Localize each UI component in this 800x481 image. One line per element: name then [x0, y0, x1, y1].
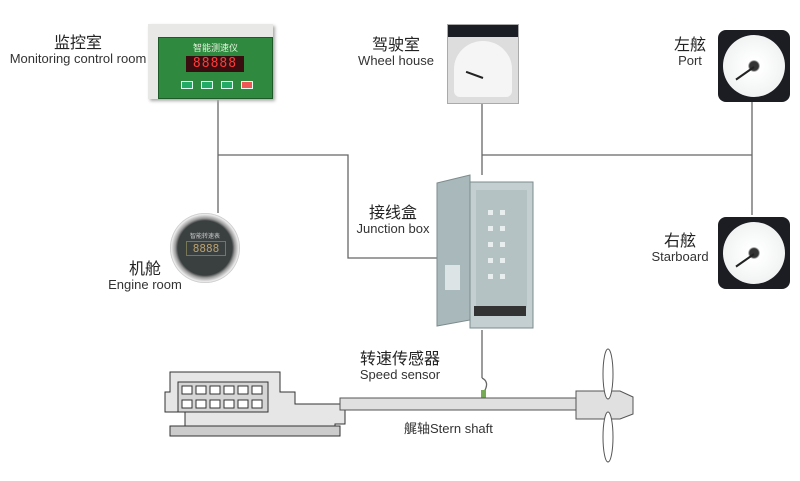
led-display: 8888: [186, 241, 226, 256]
label-en: Junction box: [356, 220, 430, 236]
junction-box-cabinet: [436, 174, 534, 329]
propeller-blade-bottom: [602, 411, 614, 463]
panel-button: [181, 81, 193, 89]
speed-sensor-icon: [481, 377, 488, 393]
wire-monitor-junction: [218, 154, 437, 259]
starboard-gauge: [718, 217, 790, 289]
label-cn: 转速传感器: [359, 349, 440, 368]
label-cn: 右舷: [663, 231, 696, 250]
label-en: Starboard: [651, 248, 709, 264]
label-stern-shaft: 艉轴Stern shaft: [404, 420, 524, 438]
engine-icon: [164, 371, 346, 437]
propeller-blade-top: [602, 348, 614, 400]
label-cn: 艉轴: [404, 422, 431, 437]
label-en: Port: [678, 52, 702, 68]
panel-button: [201, 81, 213, 89]
label-cn: 左舷: [673, 35, 706, 54]
panel-button: [221, 81, 233, 89]
label-cn: 驾驶室: [371, 35, 420, 54]
label-en: Speed sensor: [359, 366, 441, 382]
device-title: 智能测速仪: [192, 44, 238, 54]
label-en: Wheel house: [358, 52, 434, 68]
label-cn: 机舱: [128, 259, 161, 278]
label-en: Monitoring control room: [9, 50, 147, 66]
wheel-house-gauge: [447, 24, 519, 104]
label-cn: 接线盒: [368, 203, 417, 222]
led-display: 88888: [186, 56, 244, 72]
propeller-hub: [575, 390, 634, 420]
wire-port-starboard: [482, 102, 753, 215]
port-gauge: [718, 30, 790, 102]
label-en: Engine room: [108, 276, 182, 292]
device-title: 智能转速表: [189, 233, 220, 240]
label-cn: 监控室: [53, 33, 102, 52]
stern-shaft: [339, 397, 577, 411]
label-en: Stern shaft: [430, 421, 493, 436]
panel-button: [241, 81, 253, 89]
monitor-speed-meter: 智能测速仪 88888: [148, 24, 273, 99]
